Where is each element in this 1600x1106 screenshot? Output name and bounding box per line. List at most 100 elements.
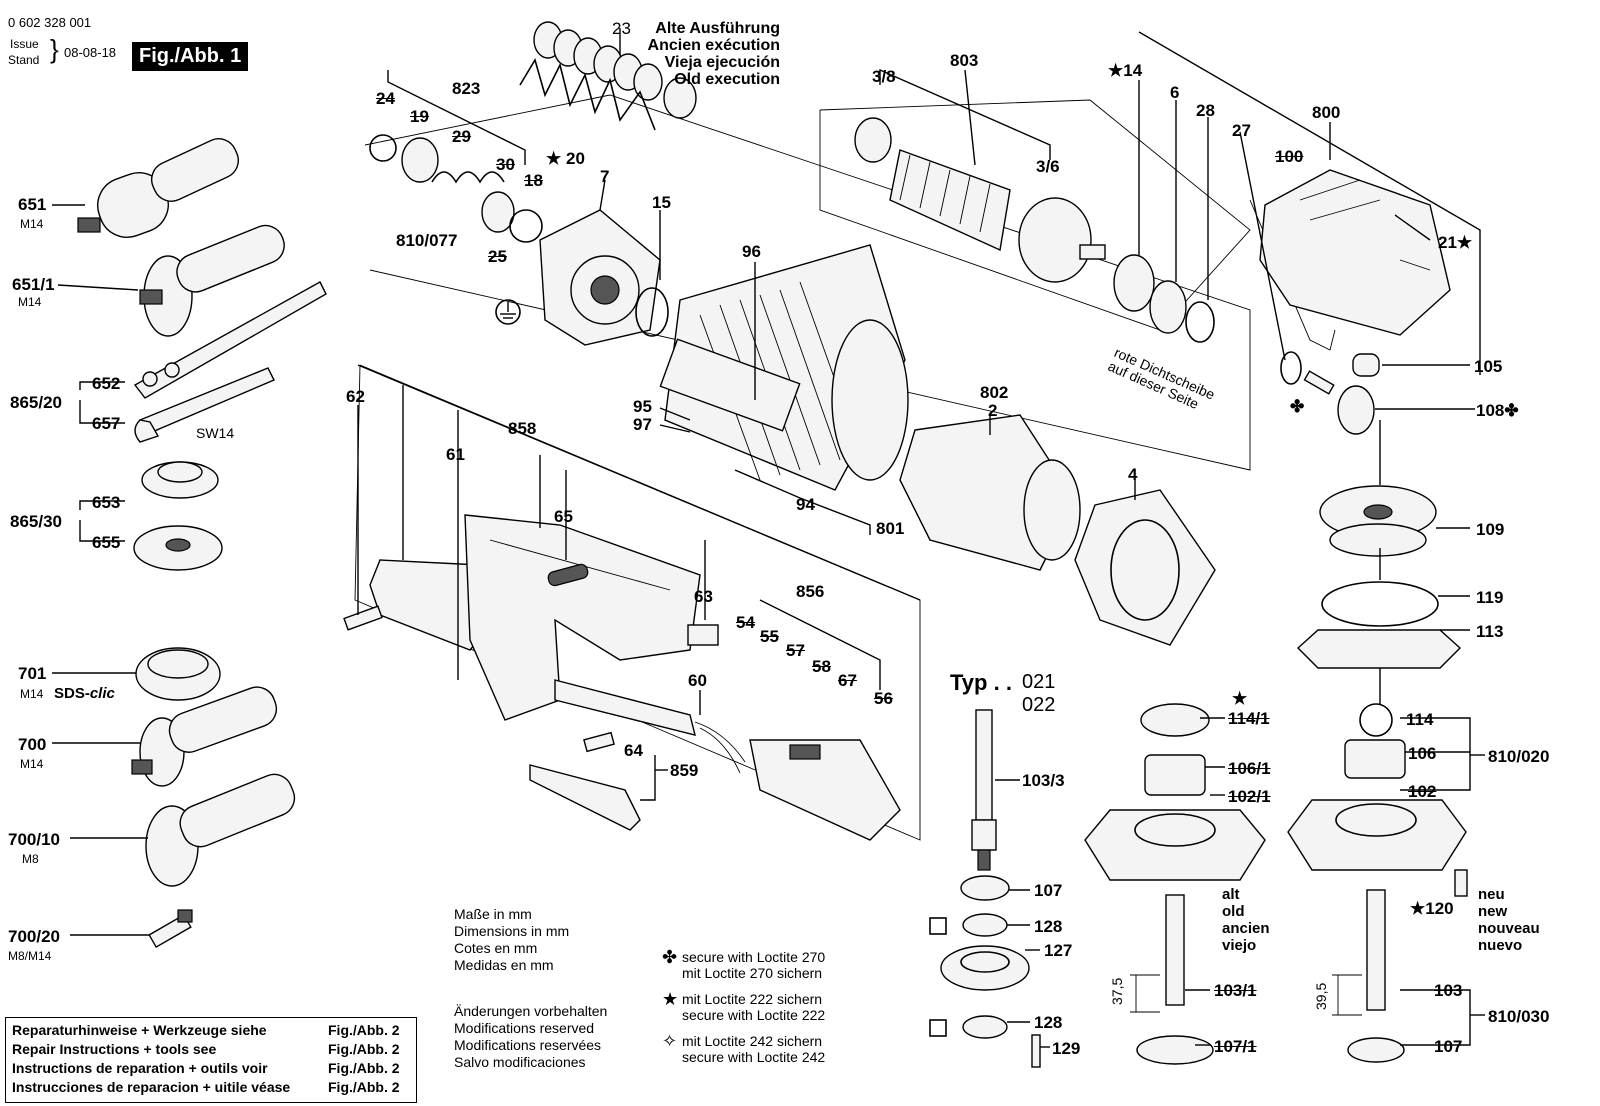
old-execution-note: Alte Ausführung Ancien exécution Vieja e… <box>640 20 780 88</box>
part-label-114: 114 <box>1406 710 1434 729</box>
dimensions-line: Maße in mm <box>454 906 532 922</box>
sds-clic-label: SDS-clic <box>54 686 115 701</box>
repair-ref: Fig./Abb. 2 <box>328 1022 400 1038</box>
old-execution-line: Ancien exécution <box>647 37 780 54</box>
neu-note-line: nouveau <box>1478 920 1540 937</box>
fan-baffle-4 <box>1074 489 1216 646</box>
dimensions-line: Medidas en mm <box>454 957 554 973</box>
electronics-856 <box>749 739 901 841</box>
bush-105 <box>1352 353 1380 377</box>
part-label-29: 29 <box>452 127 471 146</box>
housing-127 <box>940 945 1030 991</box>
part-label-4: 4 <box>1128 465 1138 484</box>
part-label-700: 700 <box>18 735 47 754</box>
repair-line: Repair Instructions + tools see <box>12 1041 217 1057</box>
part-label-63: 63 <box>694 587 713 606</box>
size-label-m8: M8 <box>22 852 39 866</box>
washer-128-bottom <box>962 1015 1008 1039</box>
pinion-108 <box>1303 370 1375 435</box>
part-label-105: 105 <box>1474 357 1503 376</box>
part-label-100: 100 <box>1275 147 1304 166</box>
part-label-701: 701 <box>18 664 47 683</box>
part-label-2: 2 <box>988 401 998 420</box>
part-label-120-text: 120 <box>1425 899 1454 918</box>
typ-code-022: 022 <box>1022 694 1056 716</box>
size-label-m14: M14 <box>20 757 44 771</box>
part-label-97: 97 <box>633 415 652 434</box>
star-icon-114-1: ★ <box>1232 689 1248 708</box>
bevel-gear-109 <box>1319 485 1437 557</box>
part-label-128-bottom: 128 <box>1034 1013 1063 1032</box>
nut-653 <box>141 461 219 499</box>
clic-text: clic <box>89 685 115 702</box>
armature-assembly-outline <box>819 99 1251 331</box>
part-label-856: 856 <box>796 582 825 601</box>
size-label-m8-m14: M8/M14 <box>8 949 52 963</box>
part-label-107-new: 107 <box>1434 1037 1463 1056</box>
spindle-103-3 <box>971 709 997 871</box>
new-bearing-flange <box>1287 703 1468 1063</box>
star-icon: ★ <box>1410 899 1426 918</box>
part-label-67: 67 <box>838 671 857 690</box>
part-label-801: 801 <box>876 519 905 538</box>
quick-nut-701 <box>135 647 221 701</box>
bearing-seals-14-6-28 <box>1113 254 1215 343</box>
old-execution-springs <box>519 21 697 131</box>
part-label-651: 651 <box>18 195 47 214</box>
part-label-102-1: 102/1 <box>1228 787 1271 806</box>
part-label-103-3: 103/3 <box>1022 771 1065 790</box>
part-label-653: 653 <box>92 493 121 512</box>
size-label-m14: M14 <box>18 295 42 309</box>
terminal-63 <box>687 624 719 646</box>
part-label-655: 655 <box>92 533 121 552</box>
clover-icon-108-marker: ✤ <box>1290 397 1305 416</box>
part-label-859: 859 <box>670 761 699 780</box>
part-label-823: 823 <box>452 79 481 98</box>
part-label-30: 30 <box>496 155 515 174</box>
stator-96 <box>664 244 909 491</box>
part-label-800: 800 <box>1312 103 1341 122</box>
seal-107 <box>960 875 1010 901</box>
earth-symbol <box>495 299 521 325</box>
typ-label: Typ . . <box>950 670 1012 695</box>
legend-item-loctite-222: ★ mit Loctite 222 sichern secure with Lo… <box>662 990 826 1023</box>
part-label-3-6: 3/6 <box>1036 157 1060 176</box>
neu-note-line: nuevo <box>1478 937 1523 954</box>
part-label-810-077: 810/077 <box>396 231 458 250</box>
alt-note-line: alt <box>1222 886 1240 903</box>
part-label-810-030: 810/030 <box>1488 1007 1550 1026</box>
part-label-65: 65 <box>554 507 573 526</box>
old-bearing-flange <box>1084 703 1266 1065</box>
part-label-700-20: 700/20 <box>8 927 60 946</box>
neu-note-line: new <box>1478 903 1508 920</box>
legend-item-loctite-270: ✤ secure with Loctite 270 mit Loctite 27… <box>662 948 825 981</box>
alt-note-line: viejo <box>1222 937 1257 954</box>
part-label-95: 95 <box>633 397 652 416</box>
legend-line: secure with Loctite 222 <box>682 1007 826 1023</box>
part-label-106: 106 <box>1408 744 1437 763</box>
seal-ring-119 <box>1321 581 1439 627</box>
part-label-3-8: 3/8 <box>872 67 896 86</box>
part-label-14: ★14 <box>1108 62 1142 79</box>
tool-symbol-128-bottom <box>929 1019 947 1037</box>
pin-wrench <box>133 281 327 399</box>
sds-text: SDS- <box>54 685 90 702</box>
size-label-sw14: SW14 <box>196 425 235 441</box>
part-label-103-1: 103/1 <box>1214 981 1257 1000</box>
washer-128-top <box>962 913 1008 937</box>
part-label-20: ★ 20 <box>546 150 585 167</box>
circlip-and-springs <box>369 134 543 243</box>
part-label-802: 802 <box>980 383 1009 402</box>
repair-line: Reparaturhinweise + Werkzeuge siehe <box>12 1022 267 1038</box>
repair-instructions-box: Reparaturhinweise + Werkzeuge siehe Fig.… <box>5 1017 417 1103</box>
legend-item-loctite-242: ✧ mit Loctite 242 sichern secure with Lo… <box>662 1032 825 1065</box>
neu-note: neu new nouveau nuevo <box>1478 886 1540 954</box>
part-label-24: 24 <box>376 89 395 108</box>
part-label-94: 94 <box>796 495 815 514</box>
bearing-flange-7 <box>539 209 661 346</box>
dimensions-line: Cotes en mm <box>454 940 538 956</box>
modifications-note: Änderungen vorbehalten Modifications res… <box>454 1003 607 1071</box>
part-label-7: 7 <box>600 167 610 186</box>
